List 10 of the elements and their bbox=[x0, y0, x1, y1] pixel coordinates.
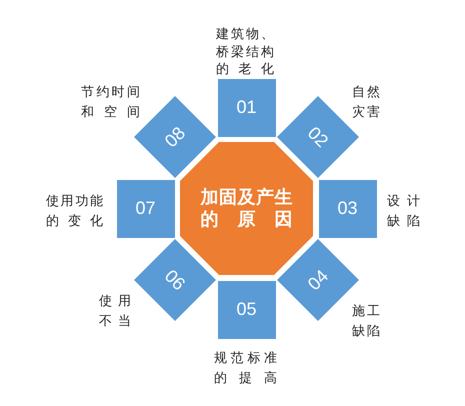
cause-label: 建筑物、桥梁结构的老化 bbox=[216, 26, 274, 78]
cause-label: 使用不当 bbox=[99, 292, 131, 331]
cause-label: 设计缺陷 bbox=[387, 193, 420, 231]
center-octagon: 加固及产生的原因 bbox=[180, 142, 313, 275]
cause-label: 规范标准的提高 bbox=[214, 350, 277, 388]
cause-label: 使用功能的变化 bbox=[46, 193, 103, 231]
number-square: 05 bbox=[218, 280, 276, 338]
number-square: 07 bbox=[116, 180, 174, 238]
number-square: 01 bbox=[218, 78, 276, 136]
number-square: 03 bbox=[318, 180, 376, 238]
